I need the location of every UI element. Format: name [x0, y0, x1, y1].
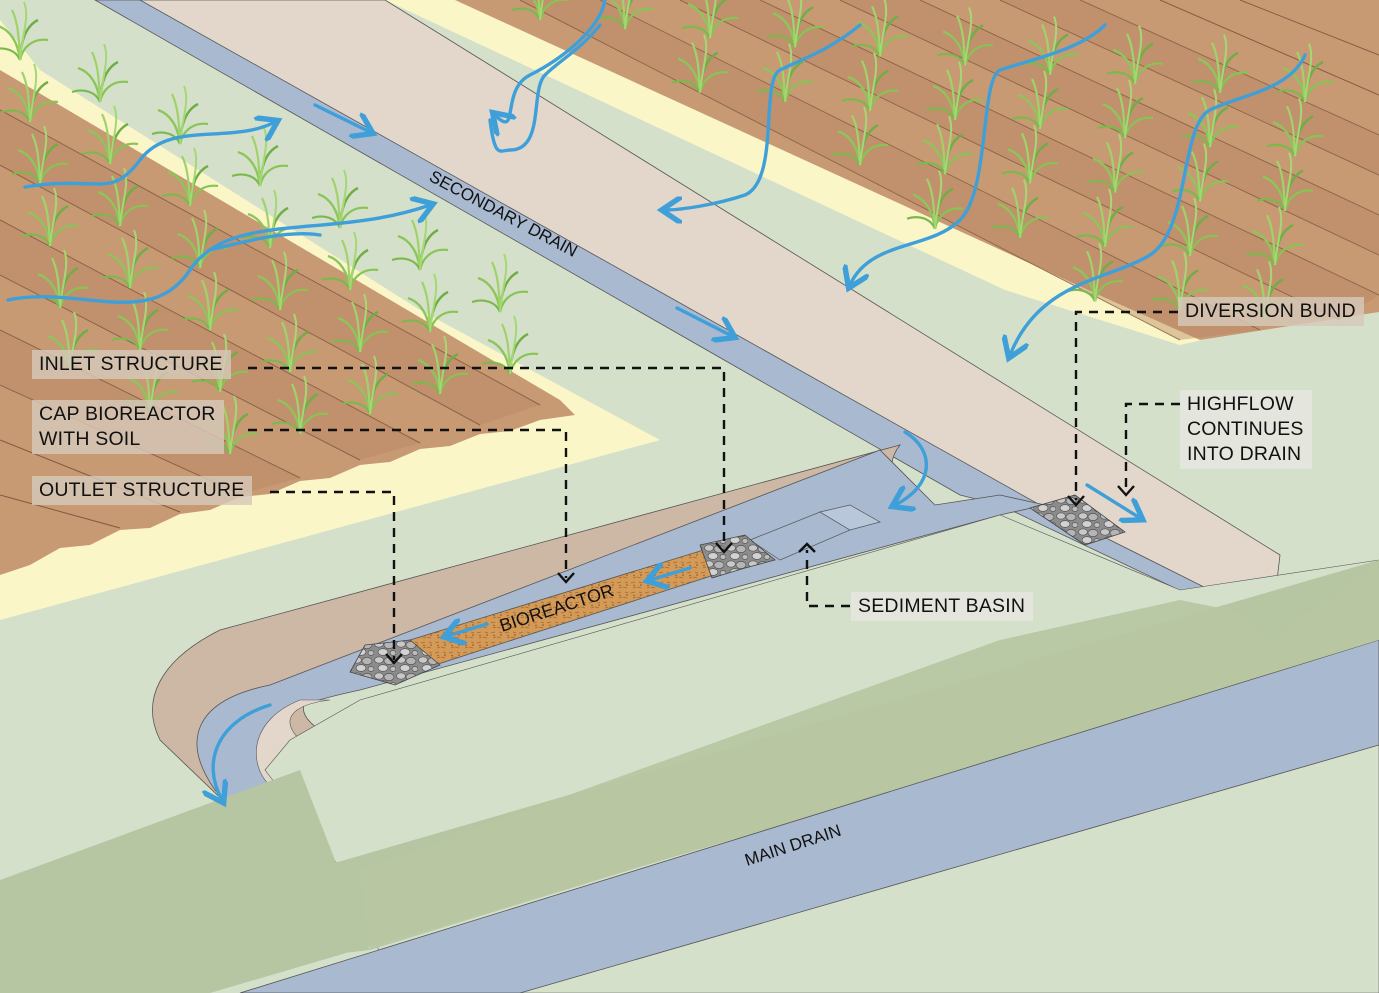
highflow-leader: [1124, 402, 1180, 490]
main-drain: [0, 560, 1379, 993]
runoff-arrow: [23, 122, 275, 189]
runoff-arrow: [850, 23, 1107, 285]
runoff-arrow: [6, 205, 430, 304]
outlet-flow-arrow: [213, 703, 272, 800]
runoff-arrow: [488, 23, 602, 153]
diversion-flow-arrow: [895, 430, 929, 505]
main-drain-channel: [239, 639, 1379, 993]
highflow-arrow: [1085, 483, 1140, 518]
channel-flow-arrow: [675, 306, 732, 336]
inlet-leader: [248, 366, 726, 548]
channel-flow-arrow: [313, 103, 370, 132]
diversion-bund-rocks: [1029, 494, 1126, 546]
callout-sediment-basin: SEDIMENT BASIN: [851, 592, 1034, 621]
callout-diversion-bund: DIVERSION BUND: [1178, 297, 1364, 326]
runoff-arrow: [665, 23, 862, 210]
bioreactor-flow-arrow: [650, 568, 692, 580]
runoff-arrow: [495, 0, 607, 122]
leader-lines: [248, 310, 1180, 660]
sediment-basin: [749, 504, 881, 561]
leader-arrowheads: [385, 485, 1135, 665]
cap-leader: [248, 428, 568, 578]
runoff-arrow: [1010, 53, 1307, 355]
callout-outlet-structure: OUTLET STRUCTURE: [32, 476, 253, 505]
diversion-leader: [1074, 310, 1178, 500]
flow-arrows: [6, 0, 1307, 800]
bioreactor-flow-arrow: [447, 624, 489, 636]
callout-highflow: HIGHFLOW CONTINUES INTO DRAIN: [1180, 390, 1312, 469]
sediment-leader: [805, 550, 850, 608]
runoff-arrow: [208, 231, 322, 252]
callout-cap-bioreactor: CAP BIOREACTOR WITH SOIL: [32, 400, 224, 454]
callout-inlet-structure: INLET STRUCTURE: [32, 350, 231, 379]
